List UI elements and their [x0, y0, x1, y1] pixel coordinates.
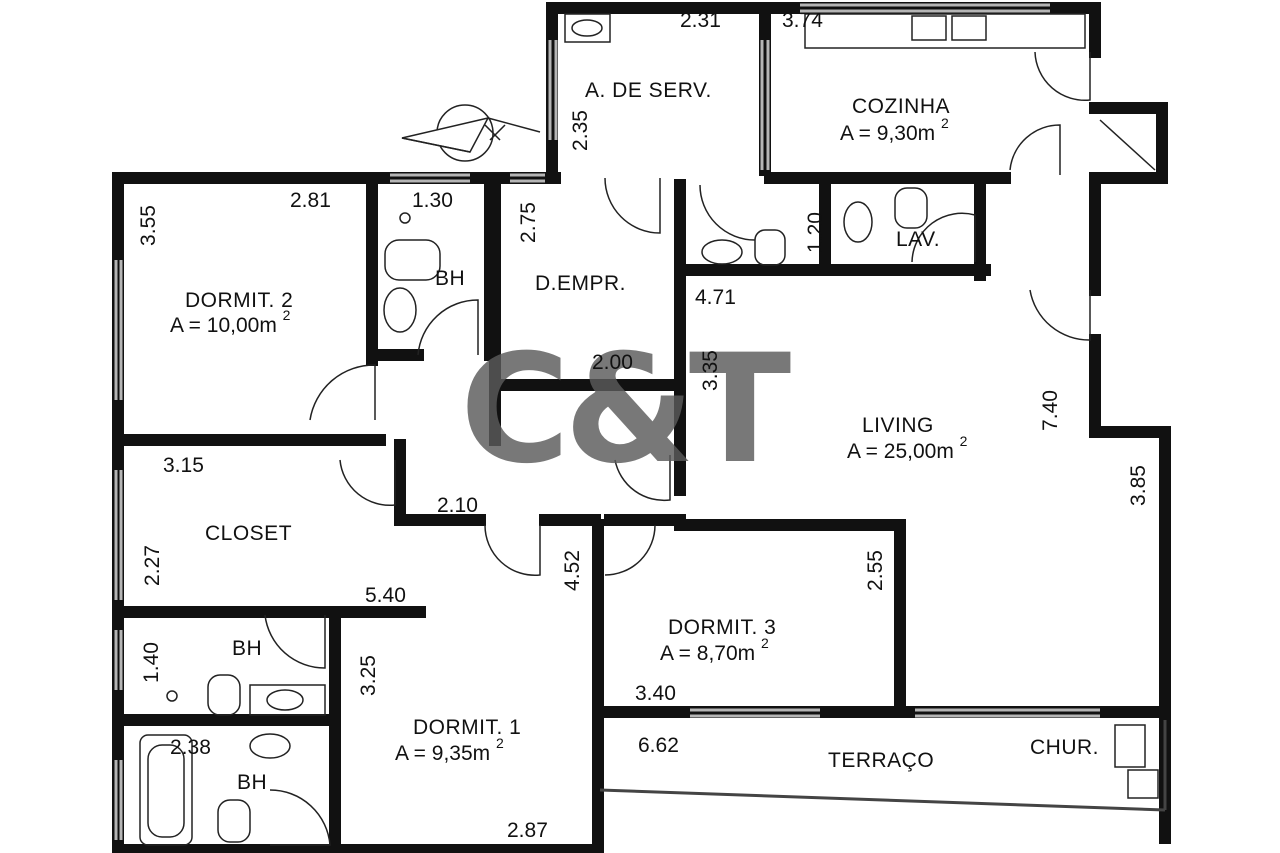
bedroom3-width: 3.40 [635, 682, 676, 705]
living-left-depth: 3.35 [698, 350, 722, 391]
bath-bottom-label: BH [237, 771, 268, 794]
fixtures [139, 13, 1159, 846]
bedroom2-depth: 3.55 [136, 205, 160, 246]
windows [114, 3, 1100, 840]
bedroom3-label: DORMIT. 3 [668, 616, 777, 639]
lavatory-label: LAV. [896, 228, 941, 251]
closet-label: CLOSET [205, 522, 293, 545]
terrace-label: TERRAÇO [828, 749, 935, 772]
grill-label: CHUR. [1030, 736, 1099, 759]
living-width: 4.71 [695, 286, 736, 309]
bath-top-width: 1.30 [412, 189, 453, 212]
lavatory-depth: 1.20 [803, 212, 827, 253]
bedroom1-label: DORMIT. 1 [413, 716, 522, 739]
bedroom2-width: 2.81 [290, 189, 331, 212]
living-side-depth: 3.85 [1126, 465, 1150, 506]
living-label: LIVING [862, 414, 934, 437]
service-area-label: A. DE SERV. [585, 79, 712, 102]
service-width: 2.31 [680, 9, 721, 32]
closet-width: 3.15 [163, 454, 204, 477]
bedroom1-depth: 3.25 [356, 655, 380, 696]
living-area: A = 25,00m 2 [847, 433, 968, 463]
bath-mid-depth: 1.40 [139, 642, 163, 683]
hall-width: 2.10 [437, 494, 478, 517]
walls [112, 2, 1171, 853]
maid-room-width: 2.00 [592, 351, 633, 374]
bedroom3-area: A = 8,70m 2 [660, 635, 769, 665]
north-arrow-icon [401, 104, 541, 162]
bedroom2-area: A = 10,00m 2 [170, 307, 291, 337]
bedroom1-width-top: 5.40 [365, 584, 406, 607]
bedroom3-depth: 2.55 [863, 550, 887, 591]
maid-room-depth: 2.75 [516, 202, 540, 243]
kitchen-width: 3.74 [782, 9, 823, 32]
bath-mid-label: BH [232, 637, 263, 660]
closet-depth: 2.27 [140, 545, 164, 586]
maid-room-label: D.EMPR. [535, 272, 627, 295]
doors [264, 51, 1091, 846]
bedroom1-side-depth: 4.52 [560, 550, 584, 591]
living-depth: 7.40 [1038, 390, 1062, 431]
kitchen-area: A = 9,30m 2 [840, 115, 949, 145]
bath-top-label: BH [435, 267, 466, 290]
kitchen-label: COZINHA [852, 95, 950, 118]
bedroom1-width-bottom: 2.87 [507, 819, 548, 842]
bedroom1-area: A = 9,35m 2 [395, 735, 504, 765]
terrace-width: 6.62 [638, 734, 679, 757]
terrace-edge [599, 720, 1167, 812]
service-depth: 2.35 [568, 110, 592, 151]
watermark-logo: C&T [460, 323, 791, 497]
bedroom2-label: DORMIT. 2 [185, 289, 294, 312]
bath-bottom-width: 2.38 [170, 736, 211, 759]
